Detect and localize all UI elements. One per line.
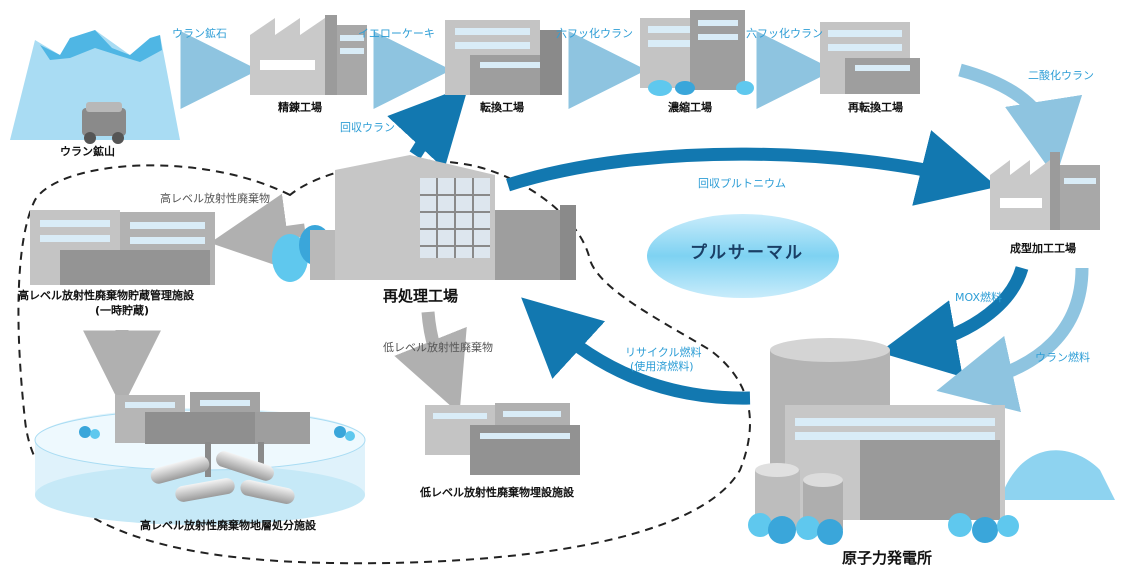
enrichment-plant-illustration [640, 10, 754, 96]
conversion-plant-label: 転換工場 [480, 101, 524, 114]
flow-label-hlw: 高レベル放射性廃棄物 [160, 192, 270, 205]
uranium-mine-label: ウラン鉱山 [60, 145, 115, 158]
reconversion-plant-label: 再転換工場 [848, 101, 903, 114]
flow-label-recovered-uranium: 回収ウラン [340, 121, 395, 134]
hlw-disposal-illustration [34, 392, 366, 525]
arrow-reconversion-to-fabrication [958, 63, 1083, 178]
reprocessing-plant-illustration [272, 155, 576, 282]
flow-label-uranium-fuel: ウラン燃料 [1035, 351, 1090, 364]
enrichment-plant-label: 濃縮工場 [668, 101, 712, 114]
fuel-fabrication-plant-label: 成型加工工場 [1010, 242, 1076, 255]
uranium-mine-illustration [10, 30, 180, 144]
conversion-plant-illustration [445, 20, 562, 95]
flow-label-recovered-plutonium: 回収プルトニウム [698, 177, 786, 190]
flow-label-uranium-ore: ウラン鉱石 [172, 27, 227, 40]
arrow-recovered-plutonium [506, 130, 998, 206]
nuclear-power-plant-label: 原子力発電所 [842, 549, 933, 567]
flow-label-uf6-a: 六フッ化ウラン [556, 27, 633, 40]
fuel-fabrication-illustration [990, 152, 1100, 230]
hlw-disposal-label: 高レベル放射性廃棄物地層処分施設 [140, 519, 316, 532]
hlw-storage-label-line2: (一時貯蔵) [95, 304, 150, 317]
reconversion-plant-illustration [820, 22, 920, 94]
arrow-recovered-uranium [387, 85, 469, 170]
arrow-recycle-fuel [521, 297, 751, 405]
pluthermal-label: プルサーマル [690, 243, 804, 263]
arrow-to-hlw-storage [209, 193, 306, 272]
flow-label-recycle-fuel-line1: リサイクル燃料 [625, 346, 702, 359]
flow-label-uranium-dioxide: 二酸化ウラン [1028, 69, 1094, 82]
arrow-mox-fuel [879, 265, 1029, 378]
refining-plant-illustration [250, 15, 367, 95]
llw-disposal-label: 低レベル放射性廃棄物埋設施設 [420, 486, 574, 499]
flow-label-llw: 低レベル放射性廃棄物 [383, 341, 493, 354]
flow-label-uf6-b: 六フッ化ウラン [746, 27, 823, 40]
pluthermal-ellipse [647, 214, 839, 298]
flow-label-recycle-fuel-line2: (使用済燃料) [630, 360, 694, 373]
nuclear-power-plant-illustration [748, 338, 1115, 545]
arrow-uranium-fuel [936, 267, 1089, 413]
hlw-storage-illustration [30, 210, 215, 285]
arrow-to-llw [394, 311, 467, 414]
refining-plant-label: 精錬工場 [278, 101, 322, 114]
reprocessing-plant-label: 再処理工場 [383, 287, 459, 305]
flow-label-yellowcake: イエローケーキ [358, 27, 435, 40]
hlw-storage-label-line1: 高レベル放射性廃棄物貯蔵管理施設 [18, 289, 194, 302]
flow-label-mox-fuel: MOX燃料 [955, 291, 1002, 304]
llw-disposal-illustration [425, 403, 580, 475]
recycling-boundary [17, 159, 751, 565]
